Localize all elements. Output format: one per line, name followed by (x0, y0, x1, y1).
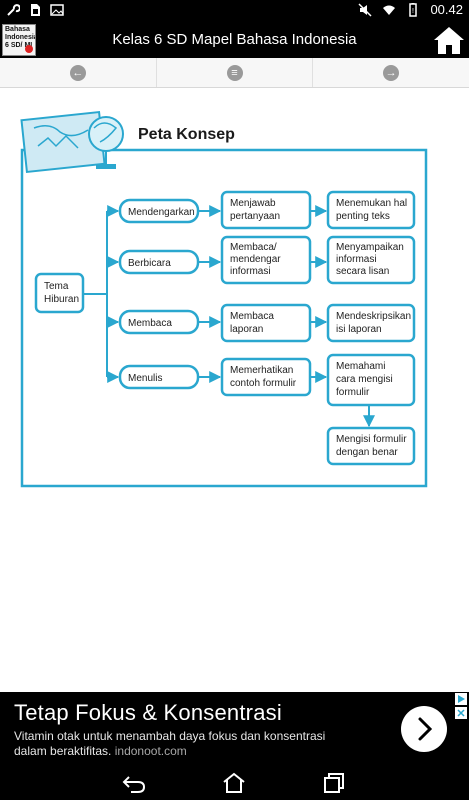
content-area[interactable]: Peta Konsep Tema Hiburan (0, 88, 469, 692)
node-memahami: Memahami cara mengisi formulir (326, 353, 416, 407)
app-icon-line: 6 SD/ MI (5, 42, 33, 49)
map-globe-illustration (20, 110, 124, 174)
node-menyampaikan: Menyampaikan informasi secara lisan (326, 235, 416, 285)
back-icon (122, 776, 146, 793)
toolbar: ← ≡ → (0, 58, 469, 88)
recent-apps-button[interactable] (321, 771, 347, 795)
node-membaca-label: Membaca (128, 318, 172, 329)
node-memerhatikan: Memerhatikan contoh formulir (220, 357, 312, 397)
next-button[interactable]: → (313, 58, 469, 87)
ad-body: Vitamin otak untuk menambah daya fokus d… (14, 729, 354, 759)
app-icon-line: Bahasa (5, 26, 30, 33)
node-berbicara: Berbicara (118, 249, 200, 275)
previous-icon: ← (69, 64, 86, 81)
recent-apps-icon (324, 773, 344, 793)
svg-text:formulir: formulir (336, 387, 370, 398)
node-mengisi-formulir: Mengisi formulir dengan benar (326, 426, 416, 466)
sim-card-icon (31, 4, 40, 16)
home-icon (434, 27, 464, 54)
node-menemukan-hal: Menemukan hal penting teks (326, 190, 416, 230)
svg-text:dengan benar: dengan benar (336, 447, 398, 458)
connectors (83, 205, 375, 428)
svg-text:Menyampaikan: Menyampaikan (336, 242, 404, 253)
svg-text:Mengisi formulir: Mengisi formulir (336, 434, 407, 445)
svg-text:mendengar: mendengar (230, 254, 281, 265)
ad-headline[interactable]: Tetap Fokus & Konsentrasi (14, 700, 282, 725)
app-icon-badge (25, 45, 33, 53)
nav-home-button[interactable] (221, 771, 247, 795)
concept-map: Peta Konsep Tema Hiburan (20, 110, 428, 488)
action-bar: Bahasa Indonesia 6 SD/ MI Kelas 6 SD Map… (0, 22, 469, 58)
image-icon (50, 4, 64, 16)
node-menulis: Menulis (118, 364, 200, 390)
ad-body-text: Vitamin otak untuk menambah daya fokus d… (14, 729, 326, 758)
svg-text:Memahami: Memahami (336, 361, 385, 372)
status-time: 00.42 (430, 2, 463, 17)
node-berbicara-label: Berbicara (128, 258, 171, 269)
nav-bar (0, 766, 469, 800)
svg-text:laporan: laporan (230, 324, 263, 335)
home-button[interactable] (432, 24, 466, 56)
svg-text:penting teks: penting teks (336, 211, 390, 222)
svg-text:secara lisan: secara lisan (336, 266, 389, 277)
node-membaca: Membaca (118, 309, 200, 335)
node-menulis-label: Menulis (128, 373, 162, 384)
list-icon: ≡ (226, 64, 243, 81)
back-button[interactable] (121, 771, 147, 795)
node-mendengarkan-label: Mendengarkan (128, 207, 195, 218)
app-icon: Bahasa Indonesia 6 SD/ MI (2, 24, 36, 56)
svg-text:isi laporan: isi laporan (336, 324, 382, 335)
svg-text:!: ! (412, 8, 414, 15)
node-mendeskripsikan: Mendeskripsikan isi laporan (326, 303, 416, 343)
node-root-line1: Tema (44, 281, 69, 292)
svg-text:Membaca/: Membaca/ (230, 242, 277, 253)
svg-text:Menjawab: Menjawab (230, 198, 276, 209)
wifi-icon (383, 5, 396, 15)
svg-text:pertanyaan: pertanyaan (230, 211, 280, 222)
app-title: Kelas 6 SD Mapel Bahasa Indonesia (112, 31, 357, 48)
node-mendengarkan: Mendengarkan (118, 198, 200, 224)
svg-text:cara mengisi: cara mengisi (336, 374, 393, 385)
ad-banner[interactable]: Tetap Fokus & Konsentrasi Vitamin otak u… (0, 692, 469, 766)
ad-domain: indonoot.com (114, 744, 187, 758)
mute-icon (358, 2, 372, 17)
list-button[interactable]: ≡ (157, 58, 314, 87)
app-icon-line: Indonesia (5, 34, 36, 41)
concept-map-title: Peta Konsep (138, 126, 235, 143)
svg-text:Memerhatikan: Memerhatikan (230, 365, 293, 376)
node-root-line2: Hiburan (44, 294, 79, 305)
previous-button[interactable]: ← (0, 58, 157, 87)
status-bar: ! 00.42 (0, 0, 469, 22)
node-membaca-laporan: Membaca laporan (220, 303, 312, 343)
node-membaca-mendengar: Membaca/ mendengar informasi (220, 235, 312, 285)
svg-text:informasi: informasi (230, 266, 271, 277)
svg-text:Menemukan hal: Menemukan hal (336, 198, 407, 209)
svg-text:informasi: informasi (336, 254, 377, 265)
svg-text:contoh formulir: contoh formulir (230, 378, 297, 389)
battery-icon: ! (409, 2, 418, 17)
ad-close-icon[interactable] (455, 707, 467, 719)
svg-text:Mendeskripsikan: Mendeskripsikan (336, 311, 411, 322)
next-icon: → (383, 64, 400, 81)
ad-open-button[interactable] (401, 706, 447, 752)
ad-choices-icon[interactable] (455, 693, 467, 705)
chevron-right-icon (418, 717, 433, 741)
home-icon (223, 772, 245, 793)
wrench-icon (7, 4, 20, 16)
svg-text:Membaca: Membaca (230, 311, 274, 322)
node-root: Tema Hiburan (34, 272, 85, 314)
node-menjawab-pertanyaan: Menjawab pertanyaan (220, 190, 312, 230)
